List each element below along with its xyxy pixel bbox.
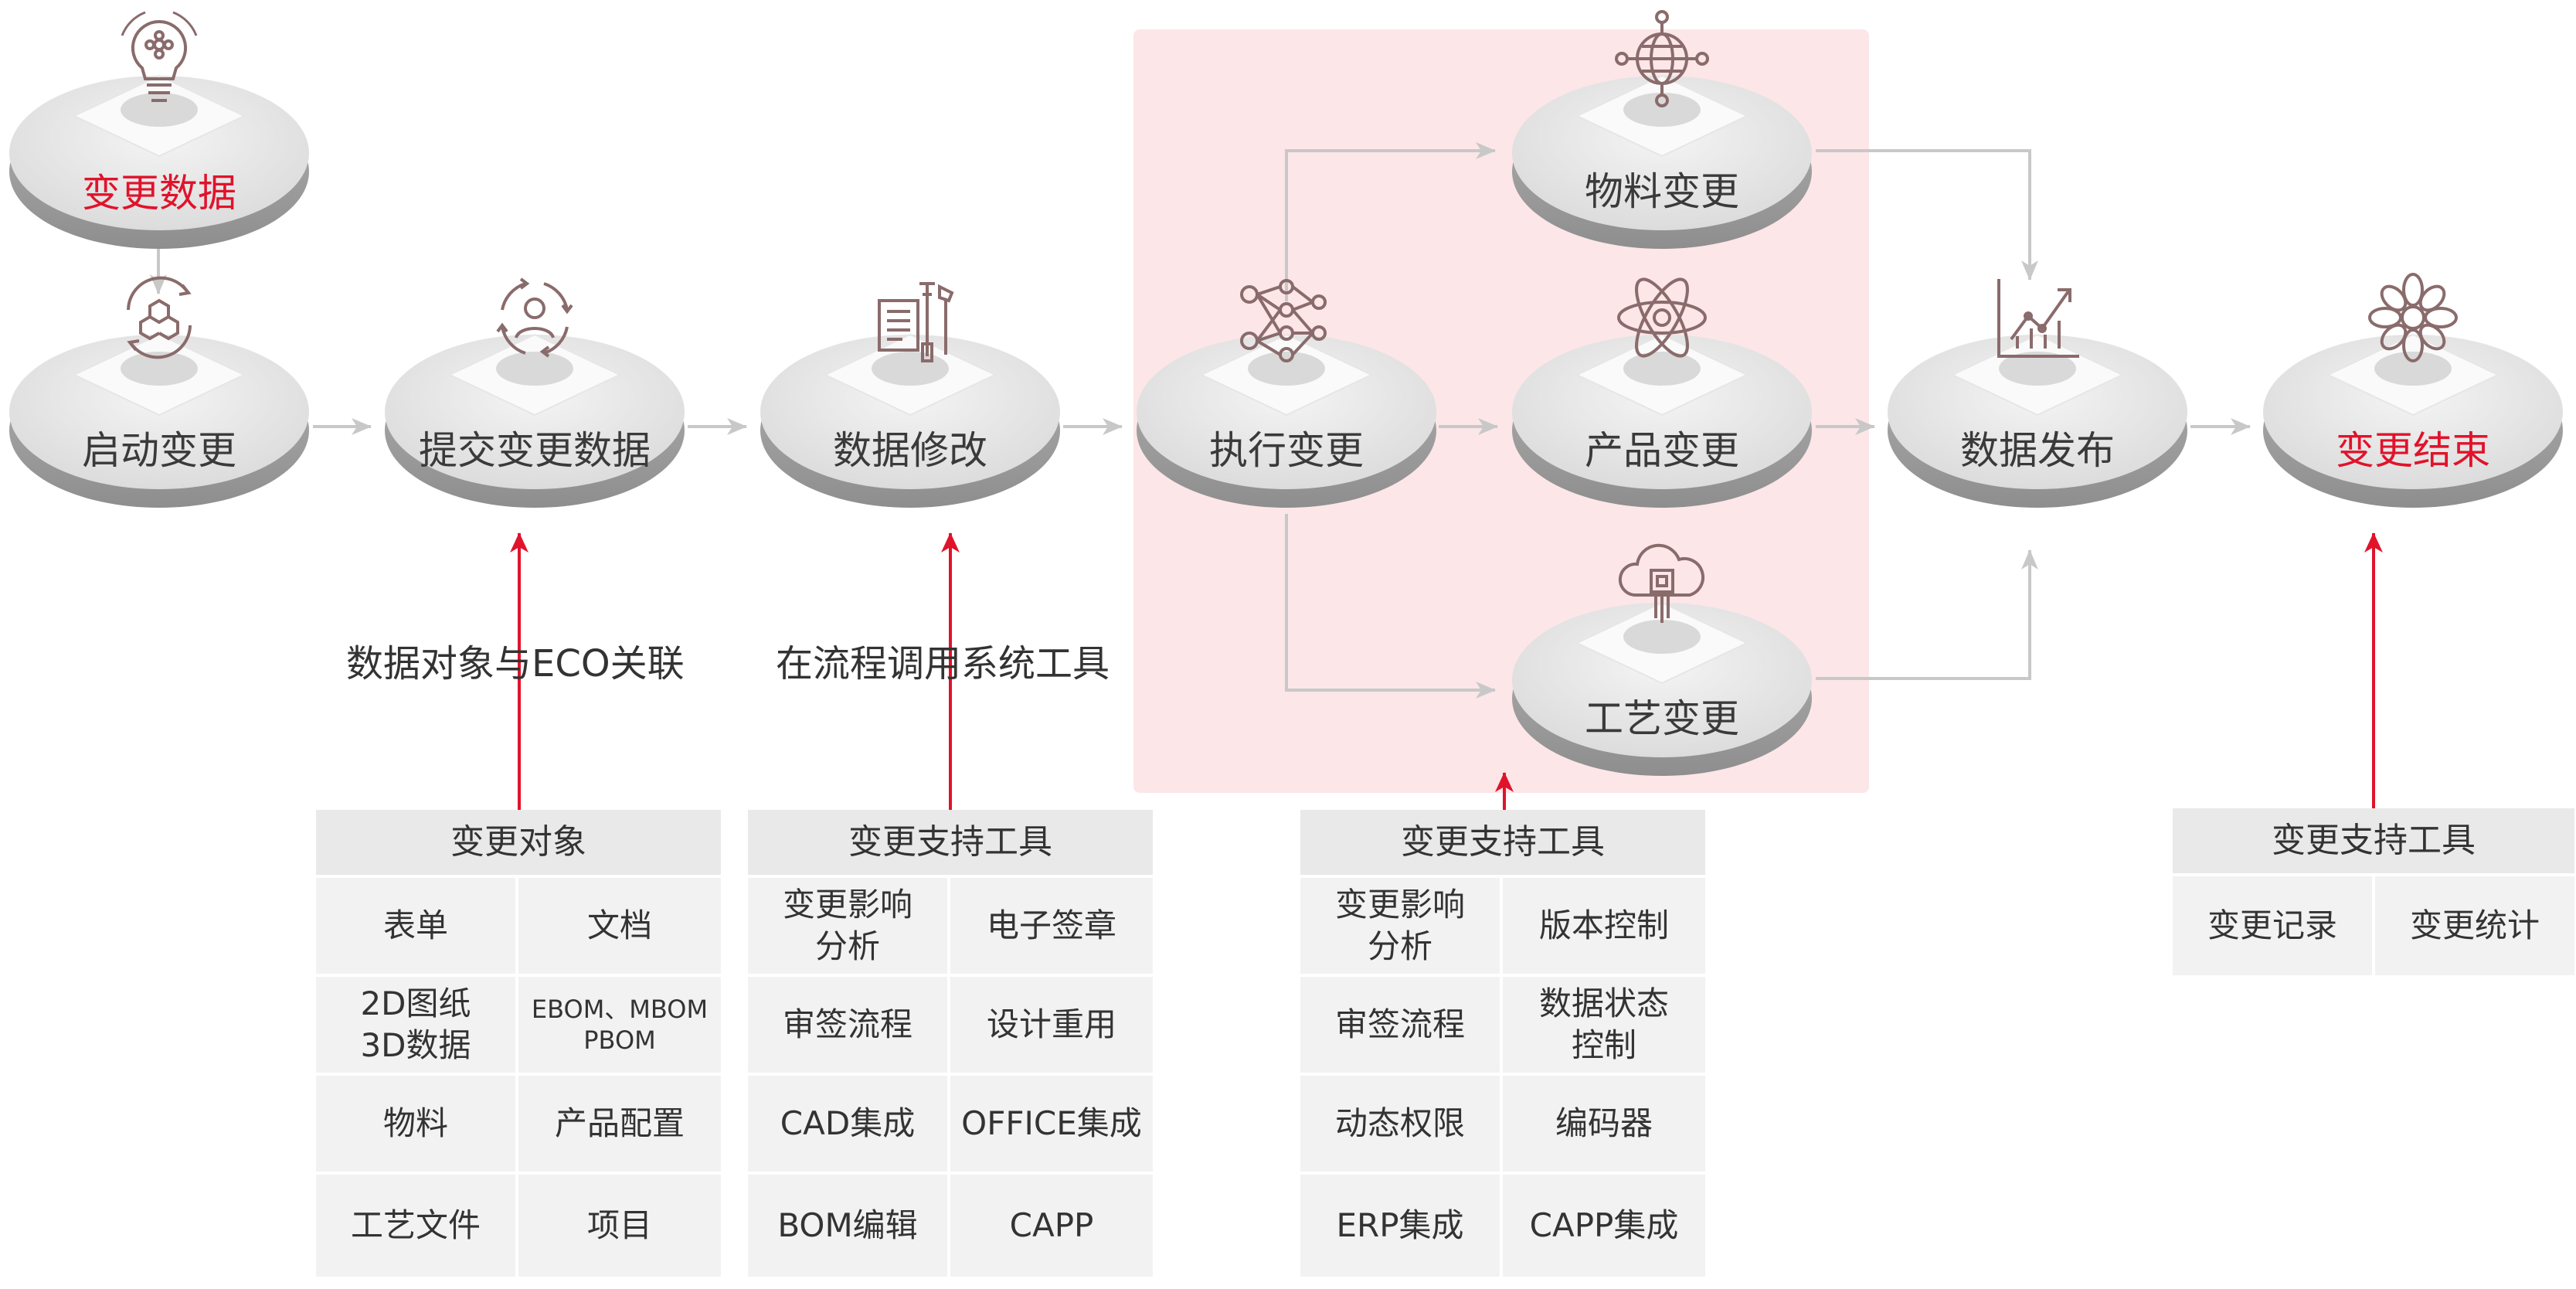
node-label: 工艺变更 [1585,696,1739,741]
node-label: 提交变更数据 [419,428,651,473]
arrow-exec-to-material [1285,142,1496,301]
tools-icon [856,264,964,372]
panel-cell: 变更影响 分析 [1300,878,1500,974]
node-exec-change: 执行变更 [1135,259,1438,514]
panel-title: 变更支持工具 [1300,810,1705,875]
arrow-exec-to-process [1285,514,1496,699]
panel-cell: 工艺文件 [316,1175,515,1277]
panel-cell: 审签流程 [1300,977,1500,1073]
panel-support-tools-3: 变更支持工具 变更记录 变更统计 [2173,808,2574,975]
node-process-change: 工艺变更 [1511,527,1813,782]
node-data-modify: 数据修改 [759,259,1062,514]
panel-cell: 产品配置 [518,1076,721,1172]
panel-cell: ERP集成 [1300,1175,1500,1277]
node-label: 数据发布 [1960,428,2115,473]
node-product-change: 产品变更 [1511,259,1813,514]
atom-icon [1608,264,1716,372]
panel-cell: 文档 [518,878,721,974]
node-label: 变更数据 [82,171,236,216]
panel-cell: 项目 [518,1175,721,1277]
node-label: 数据修改 [833,428,987,473]
panel-cell: BOM编辑 [748,1175,947,1277]
panel-cell: 电子签章 [950,878,1153,974]
flower-icon [2359,264,2467,372]
node-submit-change: 提交变更数据 [383,259,686,514]
globe-icon [1608,5,1716,113]
node-label: 启动变更 [82,428,236,473]
growth-chart-icon [1983,264,2092,372]
node-data-publish: 数据发布 [1886,259,2189,514]
panel-cell: 物料 [316,1076,515,1172]
node-material-change: 物料变更 [1511,0,1813,255]
panel-cell: 数据状态 控制 [1503,977,1705,1073]
panel-title: 变更支持工具 [748,810,1153,875]
panel-cell: 变更影响 分析 [748,878,947,974]
panel-cell: 版本控制 [1503,878,1705,974]
arrow-material-to-publish [1816,149,2038,281]
node-change-data: 变更数据 [8,0,311,255]
panel-cell: 编码器 [1503,1076,1705,1172]
arrow-process-to-publish [1816,549,2038,680]
node-label: 执行变更 [1209,428,1364,473]
annotation-tool-call: 在流程调用系统工具 [776,642,1110,685]
panel-cell: 设计重用 [950,977,1153,1073]
panel-cell: 变更记录 [2173,876,2372,975]
panel-cell: 变更统计 [2375,876,2574,975]
panel-support-tools-2: 变更支持工具 变更影响 分析 版本控制 审签流程 数据状态 控制 动态权限 编码… [1300,810,1705,1277]
panel-change-objects: 变更对象 表单 文档 2D图纸 3D数据 EBOM、MBOM PBOM 物料 产… [316,810,721,1277]
cube-cycle-icon [105,264,213,372]
node-label: 变更结束 [2336,428,2490,473]
node-label: 物料变更 [1585,169,1739,214]
panel-support-tools-1: 变更支持工具 变更影响 分析 电子签章 审签流程 设计重用 CAD集成 OFFI… [748,810,1153,1277]
panel-cell: CAPP [950,1175,1153,1277]
panel-cell: 表单 [316,878,515,974]
node-change-end: 变更结束 [2262,259,2564,514]
panel-cell: CAPP集成 [1503,1175,1705,1277]
panel-cell: 2D图纸 3D数据 [316,977,515,1073]
network-icon [1232,264,1341,372]
cloud-chip-icon [1608,532,1716,640]
panel-title: 变更对象 [316,810,721,875]
node-label: 产品变更 [1585,428,1739,473]
panel-cell: OFFICE集成 [950,1076,1153,1172]
panel-cell: 审签流程 [748,977,947,1073]
panel-cell: 动态权限 [1300,1076,1500,1172]
annotation-eco-link: 数据对象与ECO关联 [346,642,685,685]
panel-title: 变更支持工具 [2173,808,2574,873]
lightbulb-icon [105,5,213,113]
user-cycle-icon [481,264,589,372]
panel-cell: CAD集成 [748,1076,947,1172]
node-start-change: 启动变更 [8,259,311,514]
panel-cell: EBOM、MBOM PBOM [518,977,721,1073]
